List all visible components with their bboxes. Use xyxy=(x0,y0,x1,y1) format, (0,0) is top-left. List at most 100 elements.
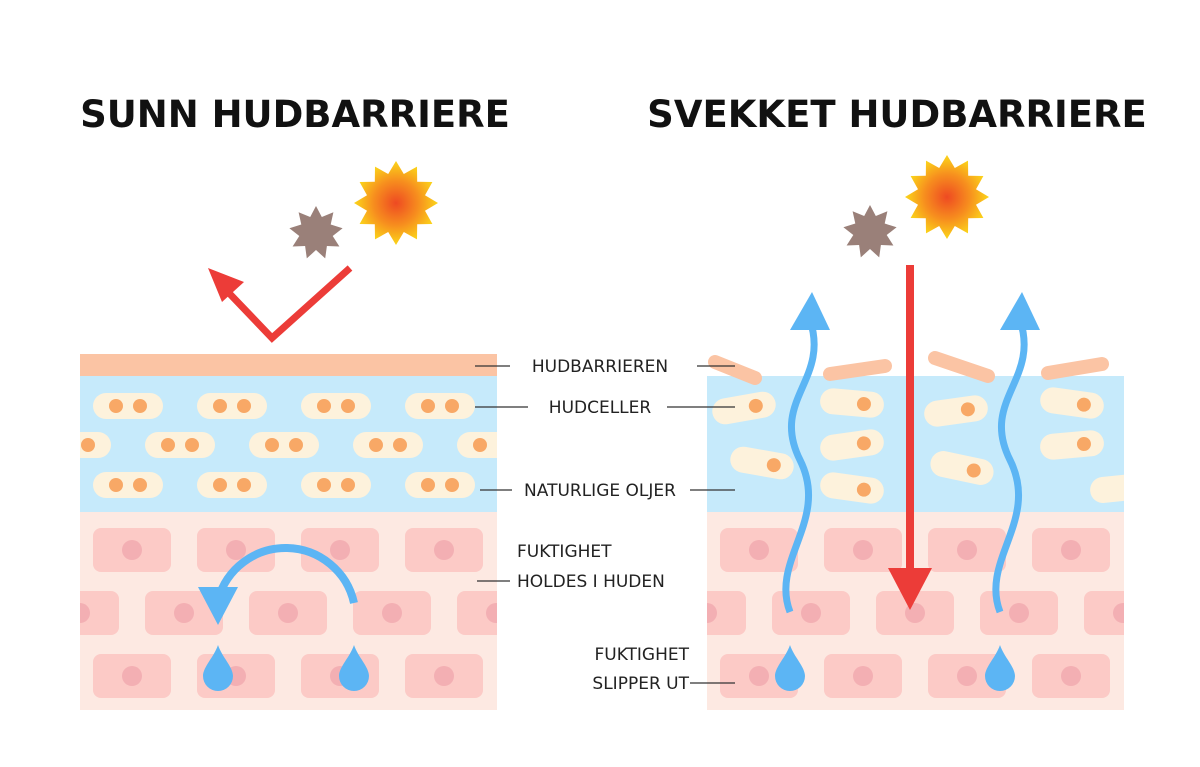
cell-nucleus xyxy=(1009,603,1029,623)
barrier-fragment xyxy=(928,351,995,383)
oil-dot xyxy=(748,398,763,413)
uv-arrowhead-icon xyxy=(208,268,244,302)
cell-nucleus xyxy=(486,603,497,623)
oil-dot xyxy=(766,458,781,473)
label-moisture-lost-line1: FUKTIGHET xyxy=(594,645,689,665)
damaged-skin-cell xyxy=(820,388,884,418)
cell-nucleus xyxy=(122,540,142,560)
skin-cell xyxy=(93,472,163,498)
skin-cell xyxy=(730,446,794,480)
water-drop-icon xyxy=(339,645,369,691)
damaged-skin-cell xyxy=(1090,473,1141,503)
oil-dot xyxy=(133,399,147,413)
oil-dot xyxy=(133,478,147,492)
pollution-particle-icon xyxy=(289,206,343,259)
water-drop-icon xyxy=(775,645,805,691)
oil-dot xyxy=(966,463,981,478)
cell-nucleus xyxy=(853,666,873,686)
skin-cell xyxy=(1084,591,1124,635)
skin-cell xyxy=(301,472,371,498)
cell-nucleus xyxy=(434,666,454,686)
barrier-fragment xyxy=(1041,357,1109,380)
label-moisture-kept-line1: FUKTIGHET xyxy=(517,542,612,562)
oil-dot xyxy=(109,399,123,413)
skin-cell xyxy=(820,472,884,504)
skin-cell xyxy=(1040,430,1104,460)
oil-dot xyxy=(445,478,459,492)
skin-cell xyxy=(80,591,119,635)
skin-cell xyxy=(405,393,475,419)
skin-cell xyxy=(457,591,497,635)
oil-dot xyxy=(317,399,331,413)
label-natural-oils: NATURLIGE OLJER xyxy=(524,481,676,501)
cell-nucleus xyxy=(226,540,246,560)
skin-cell xyxy=(93,393,163,419)
uv-deflected-arrow-icon xyxy=(225,265,353,343)
skin-cell xyxy=(249,432,319,458)
moisture-escaping-arrow-icon xyxy=(782,318,818,614)
oil-dot xyxy=(213,399,227,413)
skin-cell xyxy=(1090,473,1124,503)
oil-dot xyxy=(57,438,71,452)
damaged-skin-cell xyxy=(1040,430,1104,460)
damaged-skin-cell xyxy=(930,451,994,485)
skin-cell xyxy=(145,432,215,458)
sun-icon xyxy=(354,161,438,245)
healthy-skin-panel xyxy=(57,354,511,710)
skin-cell xyxy=(707,591,746,635)
barrier-fragment xyxy=(708,355,762,385)
weakened-skin-panel xyxy=(707,351,1141,710)
cell-nucleus xyxy=(957,540,977,560)
skin-cell xyxy=(197,393,267,419)
skin-cell xyxy=(405,472,475,498)
cell-nucleus xyxy=(1113,603,1124,623)
oil-dot xyxy=(317,478,331,492)
oil-dot xyxy=(341,478,355,492)
moisture-escaping-arrow-icon xyxy=(992,318,1028,614)
broken-barrier xyxy=(708,351,1109,385)
cell-nucleus xyxy=(382,603,402,623)
moisture-retained-arrow-icon xyxy=(214,544,358,604)
cell-nucleus xyxy=(853,540,873,560)
label-skin-cells: HUDCELLER xyxy=(549,398,652,418)
oil-dot xyxy=(161,438,175,452)
cell-nucleus xyxy=(80,603,90,623)
oil-dot xyxy=(237,478,251,492)
oil-dot xyxy=(237,399,251,413)
skin-cell xyxy=(712,391,776,425)
oil-dot xyxy=(81,438,95,452)
skin-cell xyxy=(820,388,884,418)
label-barrier: HUDBARRIEREN xyxy=(532,357,668,377)
cell-nucleus xyxy=(801,603,821,623)
oil-dot xyxy=(1126,479,1141,494)
water-drop-icon xyxy=(203,645,233,691)
oil-dot xyxy=(421,478,435,492)
damaged-skin-cell xyxy=(820,472,884,504)
damaged-skin-cell xyxy=(1040,387,1104,419)
cell-nucleus xyxy=(174,603,194,623)
skin-cell xyxy=(301,393,371,419)
damaged-skin-cell xyxy=(712,391,776,425)
damaged-skin-cell xyxy=(820,429,884,461)
oil-dot xyxy=(856,482,871,497)
oil-dot xyxy=(185,438,199,452)
skin-cell xyxy=(930,451,994,485)
cell-nucleus xyxy=(957,666,977,686)
oil-dot xyxy=(393,438,407,452)
cell-nucleus xyxy=(122,666,142,686)
cell-nucleus xyxy=(434,540,454,560)
barrier-layer xyxy=(80,354,497,376)
moisture-arrowhead-icon xyxy=(198,587,238,625)
oil-dot xyxy=(369,438,383,452)
title-weakened-barrier: SVEKKET HUDBARRIERE xyxy=(647,93,1147,136)
oil-dot xyxy=(265,438,279,452)
moisture-arrowhead-icon xyxy=(1000,292,1040,330)
cell-nucleus xyxy=(330,540,350,560)
oil-dot xyxy=(856,397,871,412)
oil-dot xyxy=(497,438,511,452)
oil-dot xyxy=(421,399,435,413)
oil-dot xyxy=(109,478,123,492)
oil-dot xyxy=(289,438,303,452)
cell-nucleus xyxy=(707,603,717,623)
